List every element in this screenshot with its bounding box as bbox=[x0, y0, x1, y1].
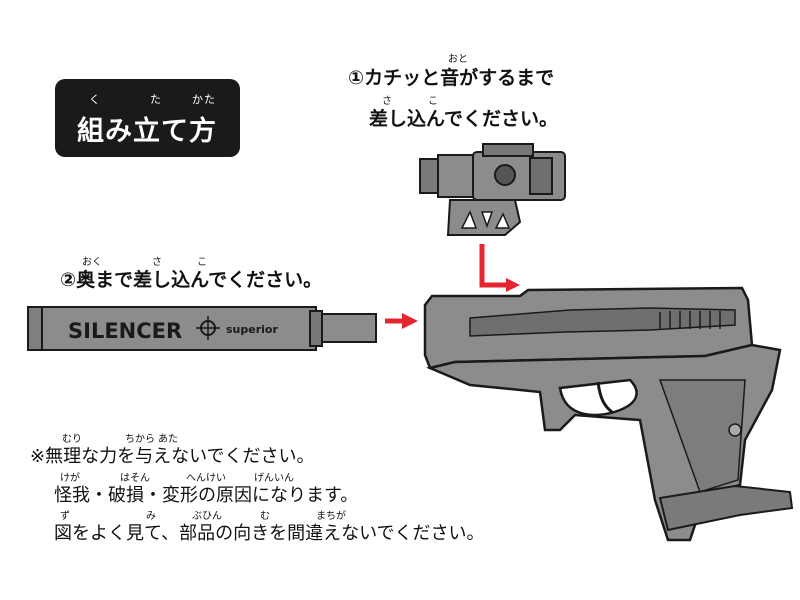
step2-ruby-ko: こ bbox=[197, 257, 207, 268]
scope-illustration bbox=[419, 143, 566, 236]
page-title: 組み立て方 bbox=[77, 116, 217, 147]
step1-ruby-sa: さ bbox=[382, 96, 392, 107]
note-ruby-muri: むり bbox=[62, 434, 82, 445]
note-ruby-buhin: ぶひん bbox=[192, 511, 222, 522]
silencer-sub-label: superior bbox=[226, 323, 278, 336]
step1-ruby-ko: こ bbox=[428, 96, 438, 107]
title-ruby-ta: た bbox=[150, 93, 162, 106]
note-ruby-chikara: ちから bbox=[125, 434, 155, 445]
title-box: く た かた 組み立て方 bbox=[55, 79, 240, 157]
note-ruby-zu: ず bbox=[60, 511, 70, 522]
note-ruby-henkei: へんけい bbox=[186, 473, 226, 484]
step2-ruby-oku: おく bbox=[82, 257, 102, 268]
silencer-illustration: SILENCER superior bbox=[27, 306, 377, 351]
note-ruby-ata: あた bbox=[158, 434, 178, 445]
step1-line1: ①カチッと音がするまで bbox=[348, 67, 555, 89]
note-line-3: 図をよく見て、部品の向きを間違えないでください。 bbox=[54, 523, 485, 544]
silencer-label: SILENCER bbox=[68, 319, 182, 343]
step2-ruby-sa: さ bbox=[152, 257, 162, 268]
note-ruby-genin: げんいん bbox=[254, 473, 294, 484]
note-ruby-machiga: まちが bbox=[316, 511, 346, 522]
step1-line2: 差し込んでください。 bbox=[369, 108, 559, 130]
note-ruby-hason: はそん bbox=[120, 473, 150, 484]
note-line-1: ※無理な力を与えないでください。 bbox=[30, 446, 315, 467]
title-ruby-kata: かた bbox=[192, 93, 216, 106]
silencer-arrow bbox=[385, 313, 418, 329]
note-ruby-mu: む bbox=[260, 511, 270, 522]
step2-text: ②奥まで差し込んでください。 bbox=[60, 269, 323, 291]
note-line-2: 怪我・破損・変形の原因になります。 bbox=[54, 485, 359, 506]
note-ruby-mi: み bbox=[146, 511, 156, 522]
pistol-illustration bbox=[423, 286, 794, 542]
title-ruby-ku: く bbox=[89, 93, 101, 106]
scope-arrow bbox=[479, 244, 520, 292]
step1-ruby-oto: おと bbox=[448, 54, 468, 65]
note-ruby-kega: けが bbox=[60, 473, 80, 484]
